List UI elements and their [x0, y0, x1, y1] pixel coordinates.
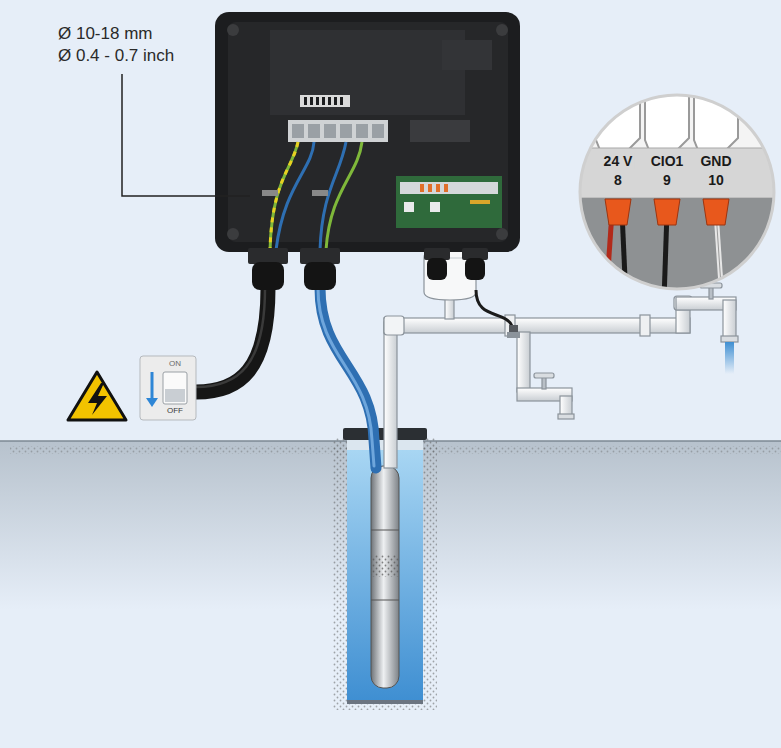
- leader-line: [122, 74, 250, 196]
- pin-number: 8: [612, 172, 624, 188]
- dimension-label-holder: Ø 10-18 mm: [58, 24, 152, 44]
- pin-number: 10: [706, 172, 726, 188]
- pin-name: CIO1: [649, 153, 686, 169]
- dimension-label-holder: Ø 0.4 - 0.7 inch: [58, 46, 174, 66]
- switch-label: OFF: [167, 406, 183, 415]
- pin-name-holder: GND: [698, 153, 733, 169]
- pin-name-holder: 24 V: [602, 153, 635, 169]
- pin-name: GND: [698, 153, 733, 169]
- pipework: [384, 283, 738, 468]
- water-stream: [725, 342, 734, 374]
- pin-number-holder: 10: [706, 172, 726, 188]
- cable-glands: [248, 248, 488, 290]
- pin-number: 9: [661, 172, 673, 188]
- pressure-sensor: [476, 290, 520, 338]
- pin-name: 24 V: [602, 153, 635, 169]
- pin-number-holder: 9: [661, 172, 673, 188]
- switch-label-holder: ON: [169, 359, 181, 368]
- submersible-pump: [371, 466, 399, 688]
- mains-switch: [140, 356, 196, 420]
- terminal-zoom: [570, 90, 781, 300]
- ground: [0, 441, 781, 748]
- dimension-label: Ø 10-18 mm: [58, 24, 152, 44]
- control-box: [215, 12, 520, 252]
- warning-sign: [68, 372, 126, 420]
- pump-cable: [318, 288, 376, 468]
- pin-name-holder: CIO1: [649, 153, 686, 169]
- pin-number-holder: 8: [612, 172, 624, 188]
- dimension-label: Ø 0.4 - 0.7 inch: [58, 46, 174, 66]
- well: [333, 428, 437, 710]
- switch-label-holder: OFF: [167, 406, 183, 415]
- mains-cable: [196, 288, 268, 392]
- switch-label: ON: [169, 359, 181, 368]
